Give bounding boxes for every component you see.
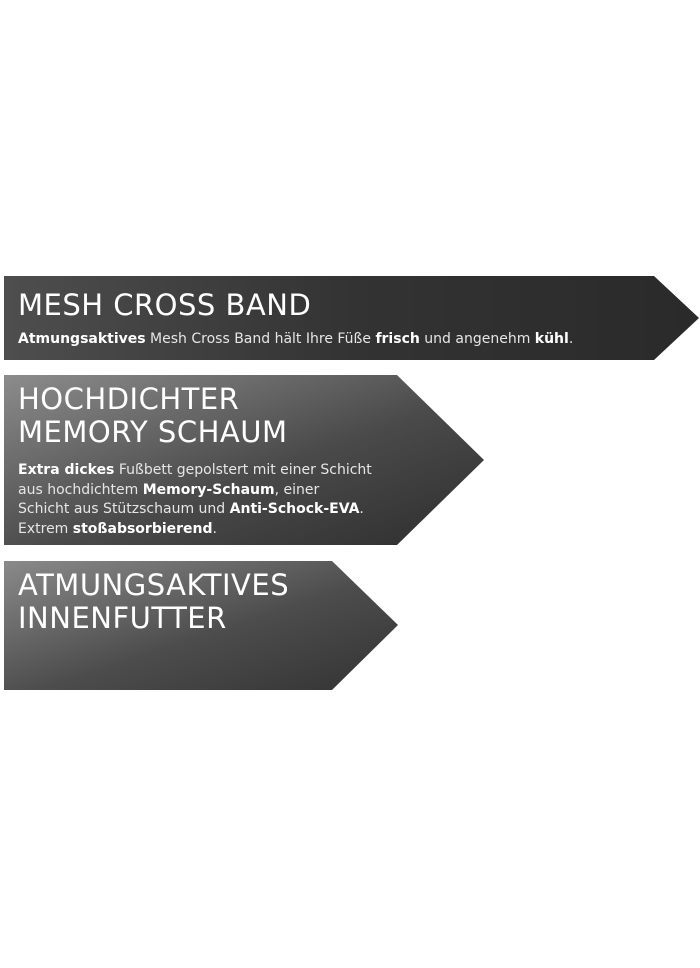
desc-bold-3: Anti-Schock-EVA — [229, 501, 360, 517]
desc-text-4: . — [212, 520, 217, 537]
title-line-1: ATMUNGSAKTIVES — [18, 568, 290, 602]
desc-text-3: . Extrem — [18, 501, 364, 537]
feature-title: ATMUNGSAKTIVES INNENFUTTER — [18, 569, 289, 635]
feature-banner-mesh-cross-band: MESH CROSS BAND Atmungsaktives Mesh Cros… — [4, 276, 699, 360]
feature-title: MESH CROSS BAND — [18, 288, 312, 322]
title-line-2: INNENFUTTER — [18, 601, 227, 635]
desc-bold-2: Memory-Schaum — [142, 481, 275, 498]
desc-bold-3: kühl — [534, 331, 569, 347]
desc-text-1: Mesh Cross Band hält Ihre Füße — [145, 331, 376, 347]
desc-text-2: , einer Schicht aus Stützschaum und — [18, 481, 320, 518]
title-line-1: HOCHDICHTER — [18, 382, 240, 416]
arrow-shape — [4, 375, 484, 545]
feature-title: HOCHDICHTER MEMORY SCHAUM — [18, 383, 287, 449]
desc-bold-1: Atmungsaktives — [18, 331, 146, 347]
arrow-shape — [4, 561, 398, 690]
feature-banner-memory-foam: HOCHDICHTER MEMORY SCHAUM Extra dickes F… — [4, 375, 484, 545]
desc-text-3: . — [568, 331, 574, 347]
feature-banner-lining: ATMUNGSAKTIVES INNENFUTTER — [4, 561, 398, 690]
title-line-2: MEMORY SCHAUM — [18, 415, 288, 449]
arrow-shape — [4, 276, 699, 360]
feature-description: Extra dickes Fußbett gepolstert mit eine… — [18, 461, 373, 539]
desc-text-1: Fußbett gepolstert mit einer Schicht aus… — [18, 462, 372, 498]
feature-description: Atmungsaktives Mesh Cross Band hält Ihre… — [18, 330, 573, 348]
desc-text-2: und angenehm — [419, 331, 535, 347]
desc-bold-4: stoßabsorbierend — [72, 520, 213, 537]
desc-bold-2: frisch — [375, 331, 420, 347]
desc-bold-1: Extra dickes — [18, 462, 115, 478]
